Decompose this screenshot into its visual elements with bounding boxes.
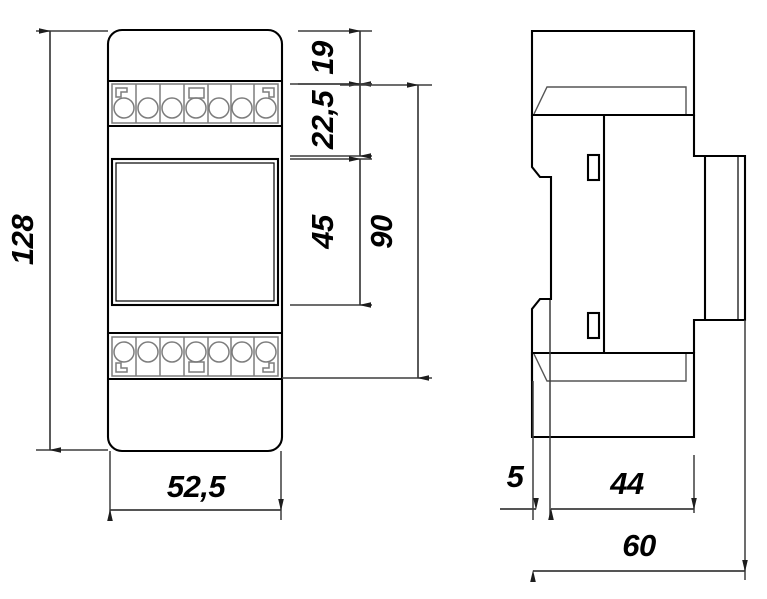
- side-cover-plate: [533, 86, 687, 115]
- display-window-outer: [110, 157, 280, 307]
- side-rail-clip-tab: [705, 154, 747, 322]
- terminal-screw: [231, 97, 253, 119]
- dimension-label-52-5: 52,5: [167, 469, 227, 504]
- front-view: [106, 28, 284, 453]
- terminal-keyway: [115, 362, 128, 373]
- dimension-label-128: 128: [5, 214, 40, 265]
- dimension-height-total: 128: [5, 28, 108, 453]
- terminal-keyway: [188, 87, 205, 99]
- terminal-block-top-frame: [111, 83, 279, 124]
- dimension-label-5: 5: [507, 459, 525, 494]
- side-upper-housing: [530, 29, 696, 117]
- side-slot-lower: [586, 311, 601, 340]
- side-body-left-contour: [530, 115, 553, 381]
- display-window-inner: [115, 162, 275, 302]
- terminal-block-top: [111, 83, 279, 124]
- terminal-keyway: [262, 362, 275, 373]
- terminal-keyway: [188, 361, 205, 373]
- terminal-block-bottom: [111, 336, 279, 377]
- dimension-label-90: 90: [364, 215, 399, 249]
- terminal-screw: [137, 97, 159, 119]
- terminal-screw: [137, 341, 159, 363]
- dimension-label-19: 19: [305, 40, 340, 75]
- terminal-screw: [255, 341, 277, 363]
- terminal-keyway: [115, 87, 128, 98]
- dimension-terminal-span: 90: [282, 82, 432, 381]
- module-body-outline: [106, 28, 284, 453]
- side-body-right-contour: [692, 115, 707, 353]
- dimension-rail-offset: 5: [500, 300, 551, 520]
- dimension-body-depth: 44: [548, 455, 697, 520]
- terminal-screw: [161, 341, 183, 363]
- side-lower-housing: [530, 351, 696, 439]
- dimension-depth-total: 60: [530, 320, 748, 582]
- dimension-label-60: 60: [622, 528, 656, 563]
- dimension-label-45: 45: [305, 214, 340, 250]
- terminal-block-bottom-frame: [111, 336, 279, 377]
- dimension-top-edge-to-terminal: 19: [298, 28, 372, 87]
- terminal-screw: [113, 97, 135, 119]
- terminal-screw: [185, 97, 207, 119]
- terminal-screw: [231, 341, 253, 363]
- side-view: [530, 29, 747, 439]
- dimension-window-height: 45: [290, 156, 372, 308]
- terminal-screw: [255, 97, 277, 119]
- terminal-keyway: [262, 87, 275, 98]
- dimension-terminal-to-window: 22,5: [290, 81, 372, 159]
- terminal-screw: [208, 97, 230, 119]
- dimension-width-total: 52,5: [107, 451, 284, 521]
- terminal-screw: [113, 341, 135, 363]
- side-slot-upper: [586, 153, 601, 182]
- side-lower-cover-plate: [533, 353, 687, 382]
- dimension-label-44: 44: [609, 466, 644, 501]
- terminal-screw: [185, 341, 207, 363]
- dimension-label-22-5: 22,5: [305, 90, 340, 151]
- terminal-screw: [208, 341, 230, 363]
- terminal-screw: [161, 97, 183, 119]
